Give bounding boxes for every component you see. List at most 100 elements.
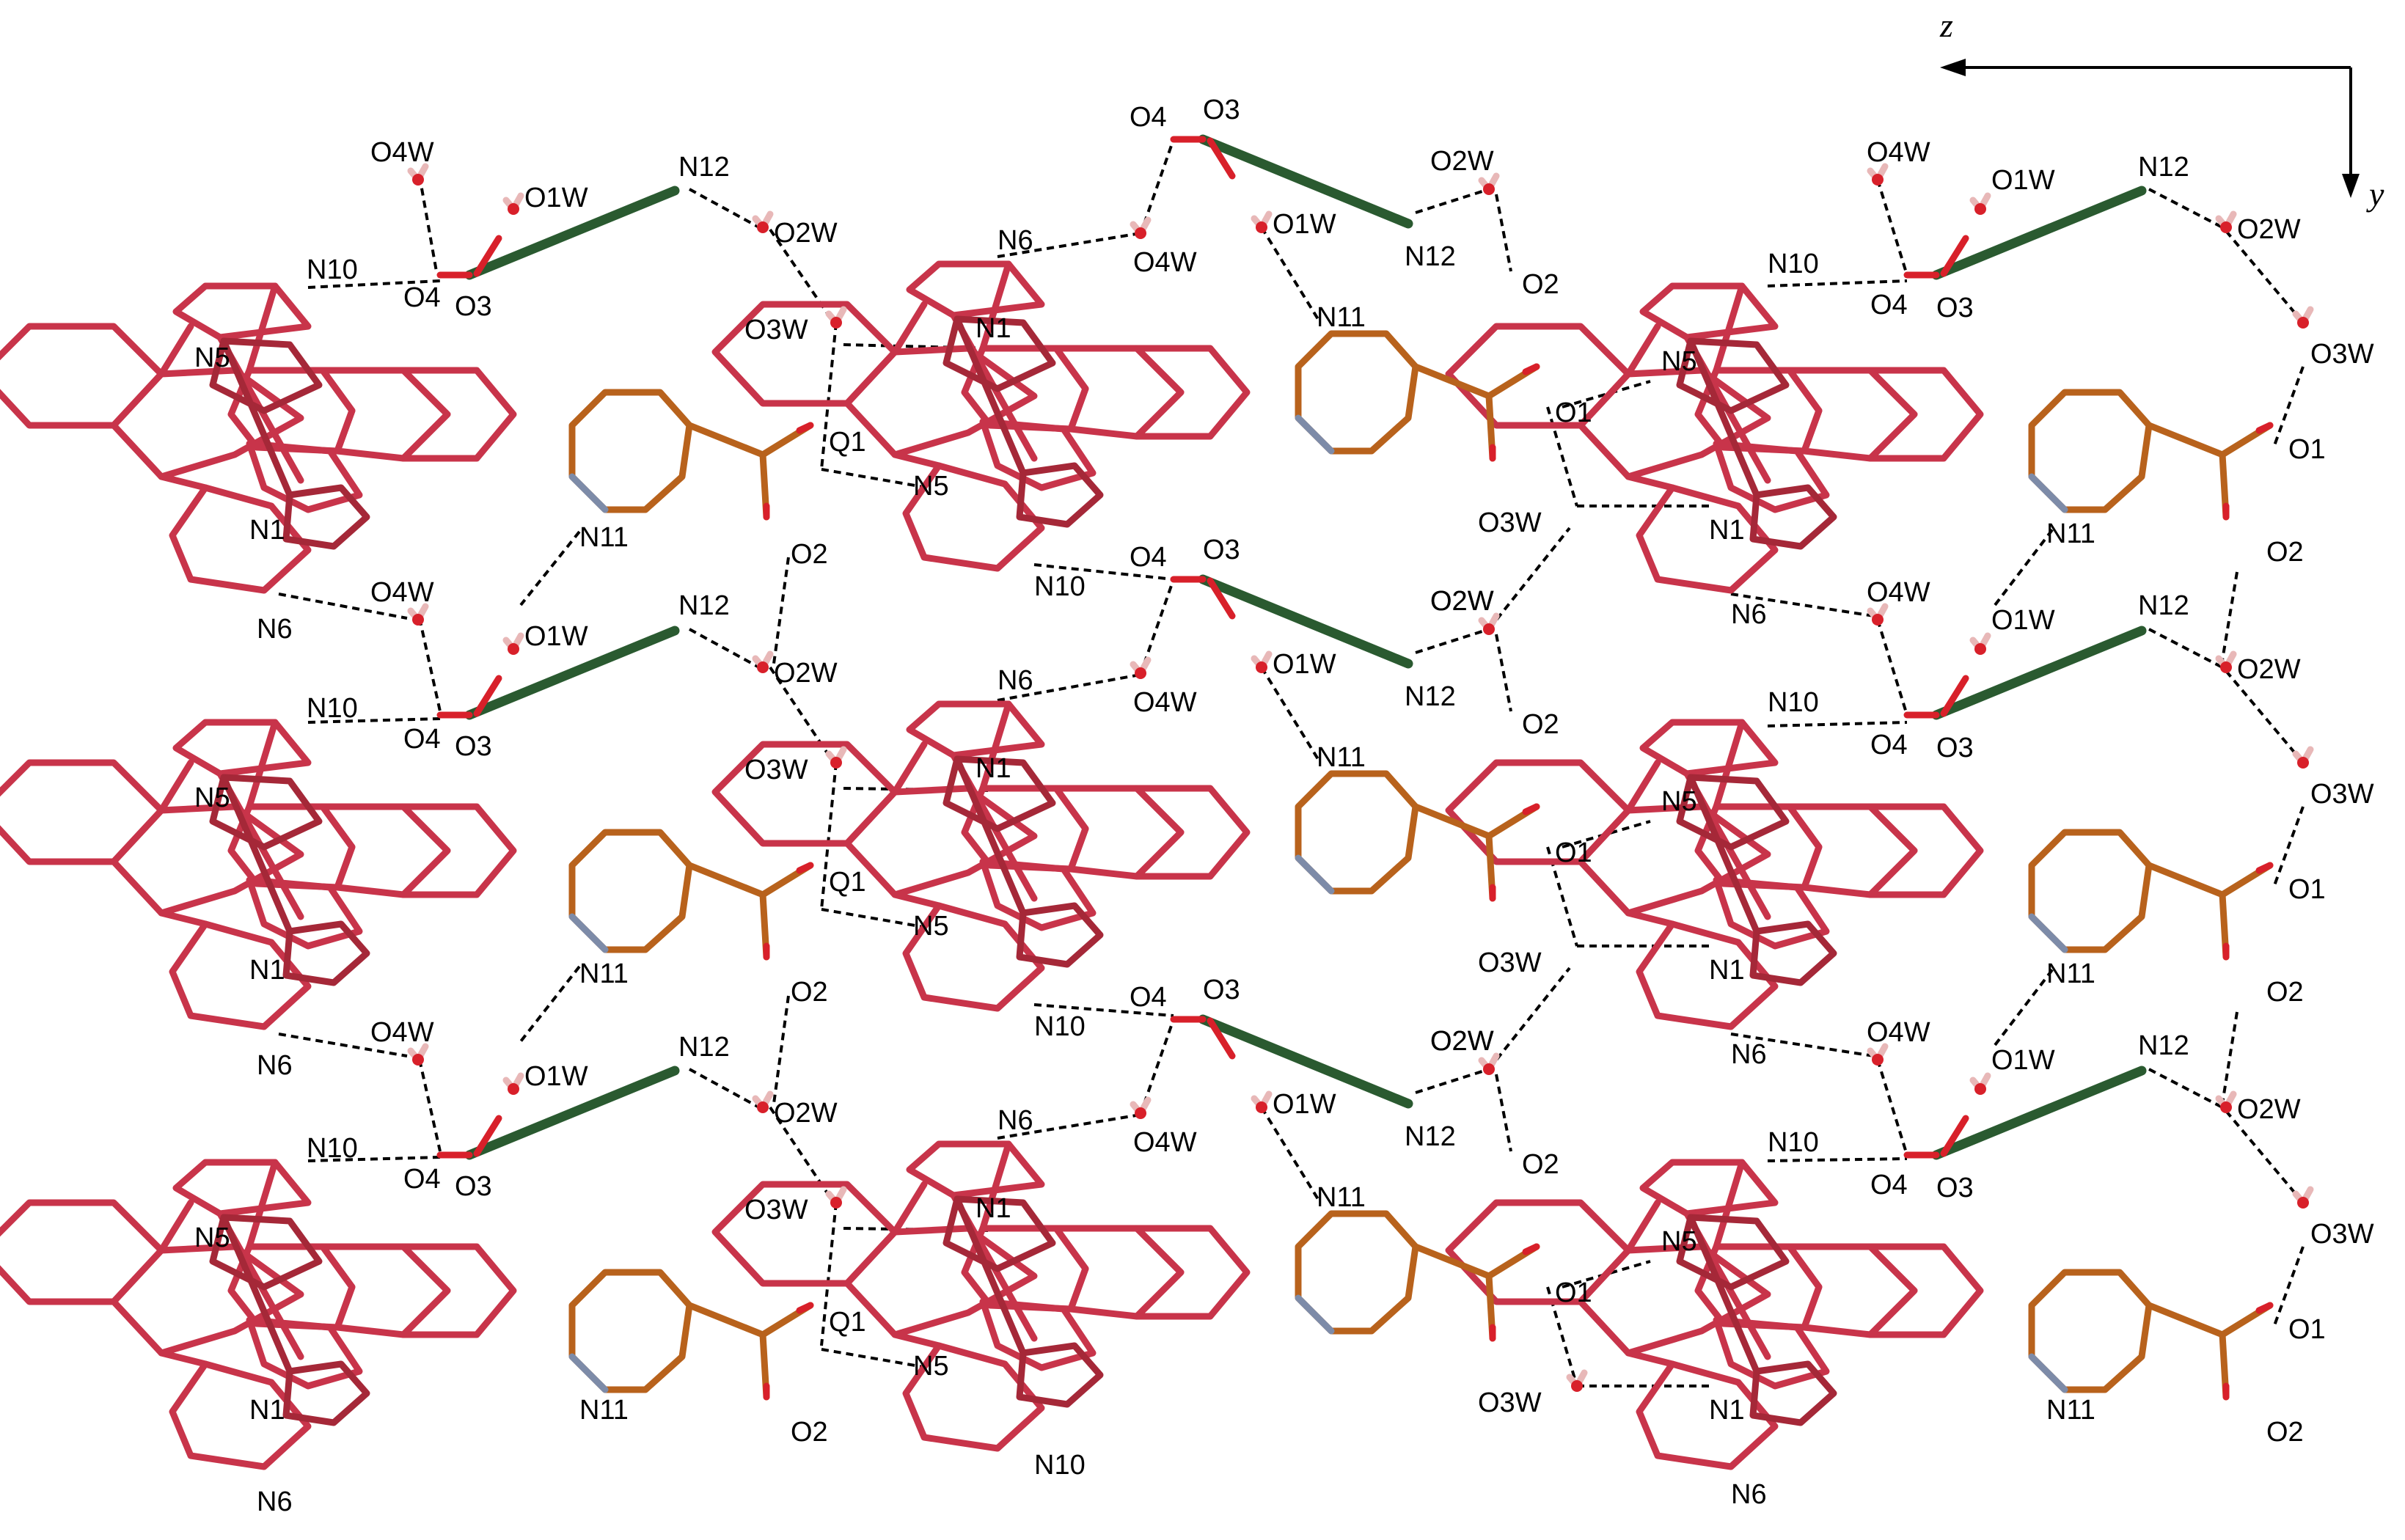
label-n10: N10 [307,693,358,724]
label-n6: N6 [1731,1479,1767,1510]
complex-mid-3 [715,1144,1247,1448]
label-o2: O2 [1522,269,1559,300]
label-n1: N1 [975,753,1011,784]
label-o2: O2 [2266,537,2304,568]
label-n10: N10 [1034,1450,1086,1481]
label-o1: O1 [1555,837,1592,868]
label-n12: N12 [2138,1030,2189,1061]
label-n12: N12 [678,152,730,183]
label-o1: O1 [2288,1314,2326,1345]
label-n10: N10 [307,254,358,285]
label-o1w: O1W [524,621,588,652]
ligand-c-3 [2032,1272,2270,1397]
label-o2: O2 [791,539,828,570]
label-o3: O3 [455,1171,492,1202]
label-o4: O4 [1130,542,1167,573]
label-n1: N1 [975,1193,1011,1224]
label-o3: O3 [1203,975,1240,1005]
label-n10: N10 [1768,687,1819,718]
label-o3: O3 [1936,293,1974,323]
label-o4w: O4W [1133,687,1197,718]
ligand-a-2 [572,832,810,957]
ligand-a-1 [572,392,810,517]
label-n6: N6 [1731,1039,1767,1070]
label-o1w: O1W [1991,1045,2055,1076]
label-o2: O2 [1522,1149,1559,1180]
label-o3w: O3W [2310,1219,2374,1250]
label-n1: N1 [249,515,285,546]
label-o4: O4 [403,1164,441,1195]
label-o3w: O3W [744,1195,808,1225]
metal-complexes [0,264,1980,1467]
label-n6: N6 [997,225,1033,256]
label-n6: N6 [257,1050,293,1081]
label-o2: O2 [1522,709,1559,740]
label-n11: N11 [1317,742,1366,773]
label-o4: O4 [403,282,441,313]
label-o4w: O4W [1133,1127,1197,1158]
label-o3: O3 [455,291,492,322]
label-o4w: O4W [1867,1017,1930,1048]
label-o1: O1 [1555,1277,1592,1308]
label-n6: N6 [997,1105,1033,1136]
label-n11: N11 [2046,958,2095,989]
z-axis-label: z [1939,7,1953,44]
anion-right-1 [1907,191,2142,275]
label-n11: N11 [1317,302,1366,333]
label-n5: N5 [194,782,230,813]
label-o2w: O2W [1430,586,1494,617]
label-o2w: O2W [774,218,838,249]
complex-mid-1 [715,264,1247,568]
label-o3: O3 [1936,733,1974,763]
label-n11: N11 [579,522,629,553]
label-n5: N5 [913,1351,949,1382]
label-o2w: O2W [1430,586,1494,617]
label-o4: O4 [1130,102,1167,133]
label-n6: N6 [1731,599,1767,630]
label-n6: N6 [257,614,293,645]
label-n12: N12 [678,590,730,621]
label-o2: O2 [2266,977,2304,1008]
label-o4w: O4W [1867,137,1930,168]
label-n11: N11 [579,1395,629,1426]
label-o4w: O4W [1133,247,1197,278]
ligand-a-3 [572,1272,810,1397]
label-q1: Q1 [829,1307,866,1338]
label-n10: N10 [307,1133,358,1164]
label-n1: N1 [249,955,285,986]
label-o2w: O2W [1430,1026,1494,1057]
label-o1: O1 [1555,397,1592,428]
label-o2: O2 [2266,1417,2304,1448]
label-o1w: O1W [1273,649,1336,680]
label-n6: N6 [257,1486,293,1517]
label-n11: N11 [2046,1395,2095,1426]
label-n1: N1 [1709,515,1745,546]
label-o1w: O1W [1991,605,2055,636]
label-o2w: O2W [2237,1094,2301,1125]
label-n5: N5 [194,342,230,373]
label-n12: N12 [2138,590,2189,621]
label-o2w: O2W [2237,654,2301,685]
label-o4: O4 [1130,982,1167,1013]
label-n12: N12 [1405,1121,1456,1152]
ligand-b-2 [1298,774,1537,898]
label-o4w: O4W [370,577,434,608]
y-axis-arrow-icon [2342,174,2360,198]
ligand-b-1 [1298,334,1537,458]
label-n12: N12 [1405,241,1456,272]
label-n12: N12 [1405,681,1456,712]
label-n5: N5 [1661,1226,1697,1257]
label-o3w: O3W [1478,947,1542,978]
label-q1: Q1 [829,867,866,898]
ligand-b-3 [1298,1214,1537,1338]
label-n5: N5 [913,911,949,942]
label-o3: O3 [1203,95,1240,125]
label-o2: O2 [791,1417,828,1448]
label-o1: O1 [2288,434,2326,465]
label-o1w: O1W [1273,1089,1336,1120]
label-o2w: O2W [1430,146,1494,177]
atom-labels: O4W O1W N12 O2W N10 O4 O3 N5 N11 O2 N1 N… [194,95,2374,1517]
axis-indicator: z y [1939,7,2384,213]
label-n1: N1 [1709,1395,1745,1426]
